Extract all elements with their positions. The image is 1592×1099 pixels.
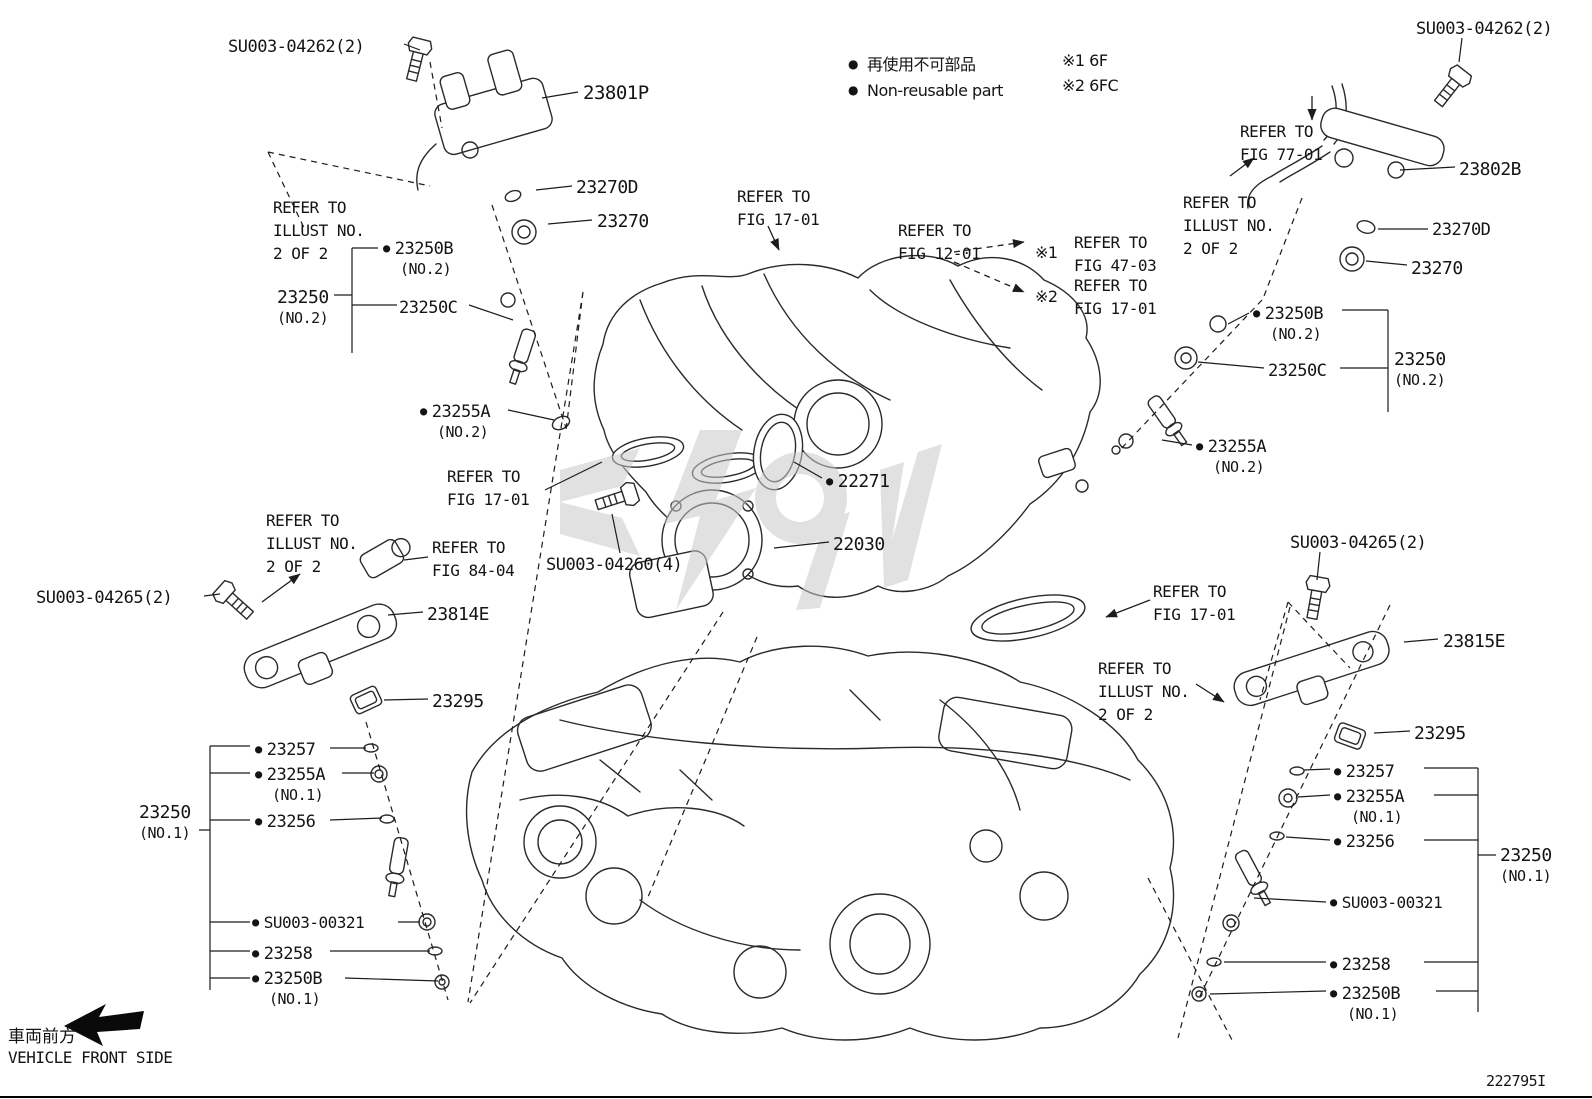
fuel-injector-topleft-drawing [508, 328, 537, 385]
engine-line-art [212, 36, 1473, 1041]
fuel-pipe-assembly-right-drawing [1111, 83, 1445, 455]
legend-note-2: ※2 6FC [1062, 75, 1119, 95]
non-reusable-dot-icon: ● [848, 83, 858, 98]
fuel-injector-topright-drawing [1147, 395, 1188, 447]
dashed-construction-lines [267, 61, 1391, 1041]
leader-lines [199, 37, 1496, 1012]
fuel-rail-right-drawing [1233, 630, 1390, 750]
fuel-rail-left-drawing [243, 537, 411, 715]
bolt-drawings [212, 36, 1473, 621]
engine-block-drawing [465, 645, 1175, 1041]
vehicle-front-label: 車両前方 VEHICLE FRONT SIDE [8, 1026, 173, 1069]
legend-jp-text: 再使用不可部品 [866, 55, 976, 74]
non-reusable-dot-icon: ● [848, 57, 858, 71]
injector-chain-left-drawing [363, 743, 450, 990]
injector-chain-right-drawing [1191, 766, 1305, 1002]
fuel-pipe-assembly-left-drawing [416, 49, 571, 431]
drawing-number: 222795I [1486, 1072, 1546, 1090]
legend-row-jp: ● 再使用不可部品 [848, 52, 1003, 78]
bracket-lines [209, 247, 1496, 1012]
callout-arrows [261, 96, 1317, 703]
legend-note-1: ※1 6F [1062, 51, 1108, 70]
vehicle-front-en: VEHICLE FRONT SIDE [8, 1048, 173, 1068]
legend: ● 再使用不可部品 ● Non-reusable part [848, 52, 1003, 105]
watermark [560, 430, 942, 610]
legend-en-text: Non-reusable part [866, 81, 1003, 101]
vehicle-front-arrow-icon [64, 1004, 144, 1046]
vehicle-front-jp: 車両前方 [8, 1027, 76, 1047]
legend-row-en: ● Non-reusable part [848, 78, 1003, 104]
legend-notes: ※1 6F ※2 6FC [1062, 49, 1119, 99]
